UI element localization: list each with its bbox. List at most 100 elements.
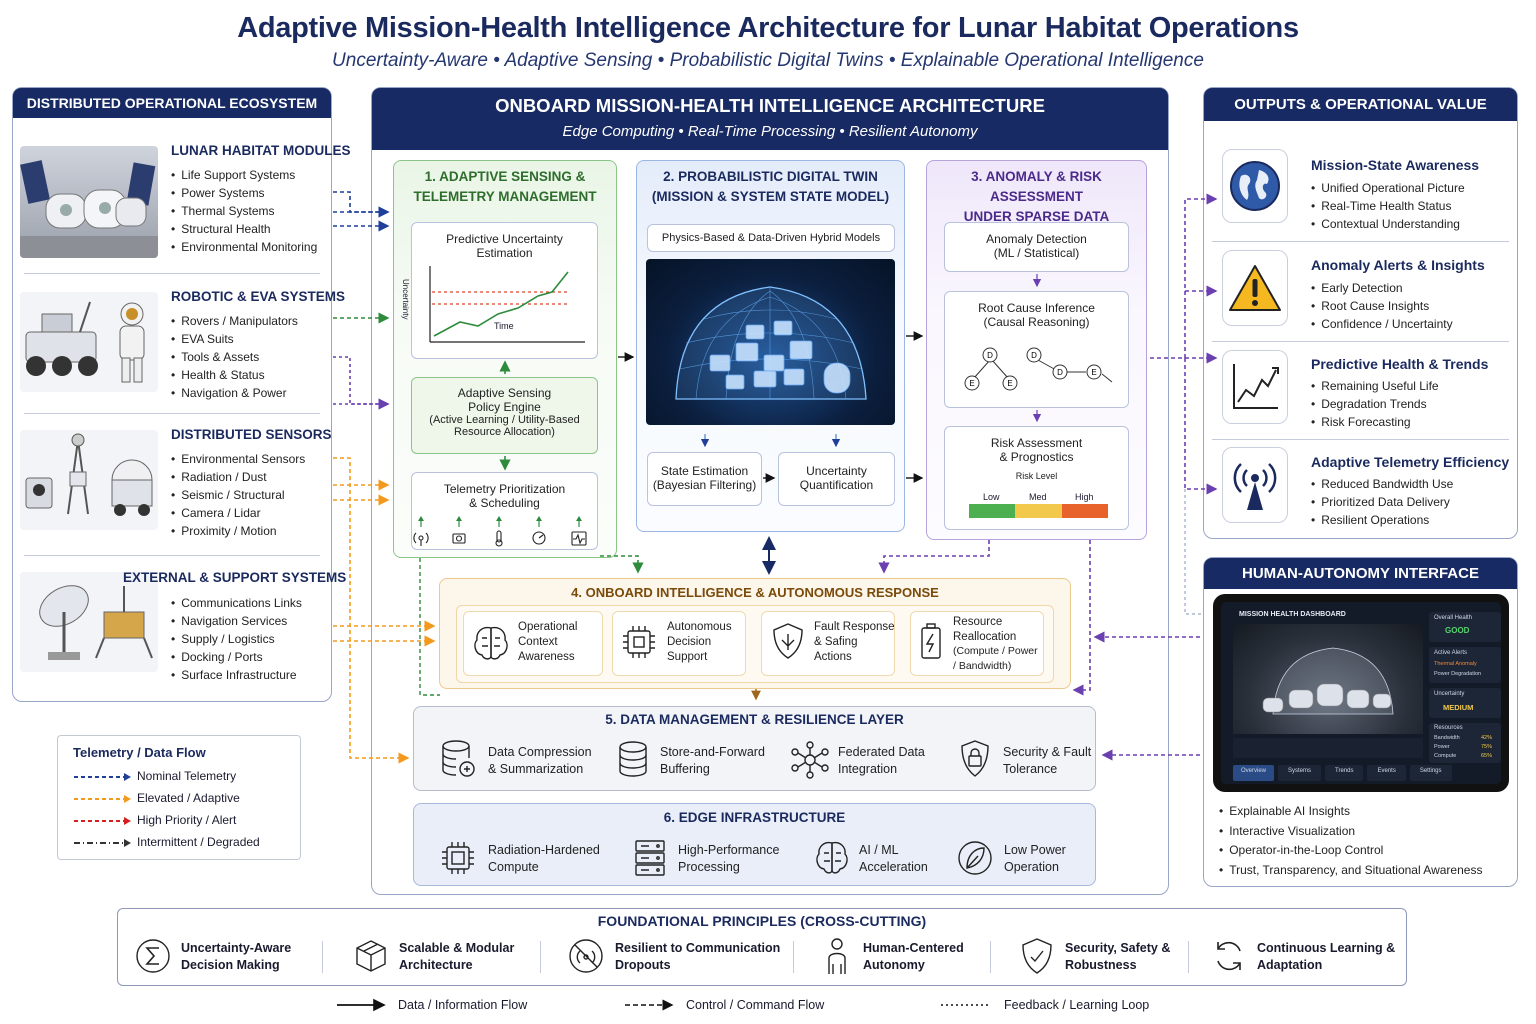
s1-title: 1. ADAPTIVE SENSING & TELEMETRY MANAGEME… — [413, 169, 597, 204]
prioritization-icons — [413, 516, 587, 547]
dashboard-title: MISSION HEALTH DASHBOARD — [1239, 611, 1346, 618]
cycle-icon — [1217, 941, 1241, 971]
predictive-health-title: Predictive Health & Trends — [1311, 356, 1489, 372]
shield-check-icon — [1022, 938, 1052, 974]
rover-eva-image — [20, 292, 158, 392]
list-item: Camera / Lidar — [171, 504, 305, 522]
adaptive-telemetry-list: Reduced Bandwidth Use Prioritized Data D… — [1311, 475, 1453, 529]
predictive-health-list: Remaining Useful Life Degradation Trends… — [1311, 377, 1438, 431]
graph-node: D — [987, 351, 993, 360]
list-item: Trust, Transparency, and Situational Awa… — [1219, 861, 1482, 881]
globe-icon — [1222, 149, 1288, 223]
legend-nominal: Nominal Telemetry — [137, 769, 237, 783]
risk-med-label: Med — [1029, 492, 1047, 502]
hai-features-list: Explainable AI Insights Interactive Visu… — [1219, 802, 1482, 880]
dashboard-tab-bar: Overview Systems Trends Events Settings — [1233, 765, 1501, 781]
divider — [1212, 341, 1509, 342]
network-icon — [791, 741, 829, 779]
s2-title: 2. PROBABILISTIC DIGITAL TWIN (MISSION &… — [651, 169, 890, 204]
hybrid-models-box: Physics-Based & Data-Driven Hybrid Model… — [647, 224, 895, 252]
battery-icon — [921, 623, 941, 659]
principle-human-centered: Human-Centered Autonomy — [863, 941, 964, 972]
graph-node: E — [1091, 368, 1096, 377]
rad-hard-label: Radiation-Hardened Compute — [488, 843, 600, 874]
list-item: Structural Health — [171, 220, 317, 238]
warning-icon — [1222, 250, 1288, 326]
overall-health-card: Overall Health GOOD — [1429, 612, 1501, 642]
digital-twin-visual — [646, 259, 895, 425]
list-item: Tools & Assets — [171, 348, 298, 366]
principle-uncertainty: Uncertainty-Aware Decision Making — [181, 941, 292, 972]
uncertainty-quantification-box: Uncertainty Quantification — [778, 452, 895, 506]
principles-title: FOUNDATIONAL PRINCIPLES (CROSS-CUTTING) — [597, 913, 927, 929]
center-title: ONBOARD MISSION-HEALTH INTELLIGENCE ARCH… — [495, 95, 1045, 116]
principle-resilient: Resilient to Communication Dropouts — [615, 941, 781, 972]
dashboard-3d-view — [1233, 624, 1423, 734]
external-systems-image — [20, 572, 158, 672]
shield-icon — [773, 623, 803, 659]
telemetry-prioritization-box: Telemetry Prioritization & Scheduling — [411, 472, 598, 550]
list-item: Docking / Ports — [171, 648, 302, 666]
no-signal-icon — [569, 939, 603, 973]
person-icon — [828, 938, 846, 974]
trend-chart-icon — [1222, 350, 1288, 424]
mission-state-title: Mission-State Awareness — [1311, 157, 1480, 173]
divider — [24, 413, 320, 414]
tab-overview[interactable]: Overview — [1233, 765, 1275, 781]
legend-elevated: Elevated / Adaptive — [137, 791, 240, 805]
list-item: Remaining Useful Life — [1311, 377, 1438, 395]
anomaly-detection-box: Anomaly Detection (ML / Statistical) — [944, 222, 1129, 272]
graph-node: E — [969, 379, 974, 388]
divider — [1188, 941, 1189, 973]
legend-data-flow: Data / Information Flow — [398, 998, 528, 1012]
list-item: EVA Suits — [171, 330, 298, 348]
list-item: Surface Infrastructure — [171, 666, 302, 684]
antenna-icon — [1222, 447, 1288, 523]
list-item: Unified Operational Picture — [1311, 179, 1464, 197]
center-subtitle: Edge Computing • Real-Time Processing • … — [562, 123, 978, 140]
habitat-modules-title: LUNAR HABITAT MODULES — [171, 143, 351, 158]
list-item: Operator-in-the-Loop Control — [1219, 841, 1482, 861]
resource-reallocation-label: Resource Reallocation (Compute / Power /… — [953, 616, 1038, 672]
lock-icon — [961, 740, 989, 777]
list-item: Thermal Systems — [171, 202, 317, 220]
list-item: Reduced Bandwidth Use — [1311, 475, 1453, 493]
leaf-icon — [958, 841, 992, 875]
data-compression-label: Data Compression & Summarization — [488, 745, 592, 776]
tab-trends[interactable]: Trends — [1325, 765, 1364, 781]
habitat-modules-image — [20, 146, 158, 258]
legend-control-flow: Control / Command Flow — [686, 998, 825, 1012]
operational-context-label: Operational Context Awareness — [518, 621, 578, 663]
list-item: Supply / Logistics — [171, 630, 302, 648]
operational-context-card — [463, 611, 603, 676]
list-item: Environmental Monitoring — [171, 238, 317, 256]
tab-events[interactable]: Events — [1367, 765, 1406, 781]
rad-hard-chip-icon — [442, 842, 474, 874]
external-systems-title: EXTERNAL & SUPPORT SYSTEMS — [123, 570, 347, 585]
sigma-icon — [136, 939, 170, 973]
list-item: Real-Time Health Status — [1311, 197, 1465, 215]
divider — [24, 555, 320, 556]
external-systems-list: Communications Links Navigation Services… — [171, 594, 302, 684]
state-estimation-box: State Estimation (Bayesian Filtering) — [647, 452, 762, 506]
list-item: Early Detection — [1311, 279, 1453, 297]
list-item: Seismic / Structural — [171, 486, 305, 504]
graph-node: E — [1007, 379, 1012, 388]
graph-node: D — [1057, 368, 1063, 377]
robotic-eva-list: Rovers / Manipulators EVA Suits Tools & … — [171, 312, 298, 402]
tab-systems[interactable]: Systems — [1278, 765, 1322, 781]
brain-icon — [474, 626, 508, 660]
tab-settings[interactable]: Settings — [1409, 765, 1452, 781]
list-item: Proximity / Motion — [171, 522, 305, 540]
list-item: Root Cause Insights — [1311, 297, 1453, 315]
database-compress-icon — [442, 740, 475, 777]
right-panel-header: OUTPUTS & OPERATIONAL VALUE — [1204, 88, 1517, 121]
database-icon — [619, 741, 647, 777]
cube-icon — [356, 940, 386, 972]
federated-data-label: Federated Data Integration — [838, 745, 925, 776]
list-item: Navigation Services — [171, 612, 302, 630]
low-power-label: Low Power Operation — [1004, 843, 1066, 874]
store-forward-label: Store-and-Forward Buffering — [660, 745, 765, 776]
divider — [24, 273, 320, 274]
